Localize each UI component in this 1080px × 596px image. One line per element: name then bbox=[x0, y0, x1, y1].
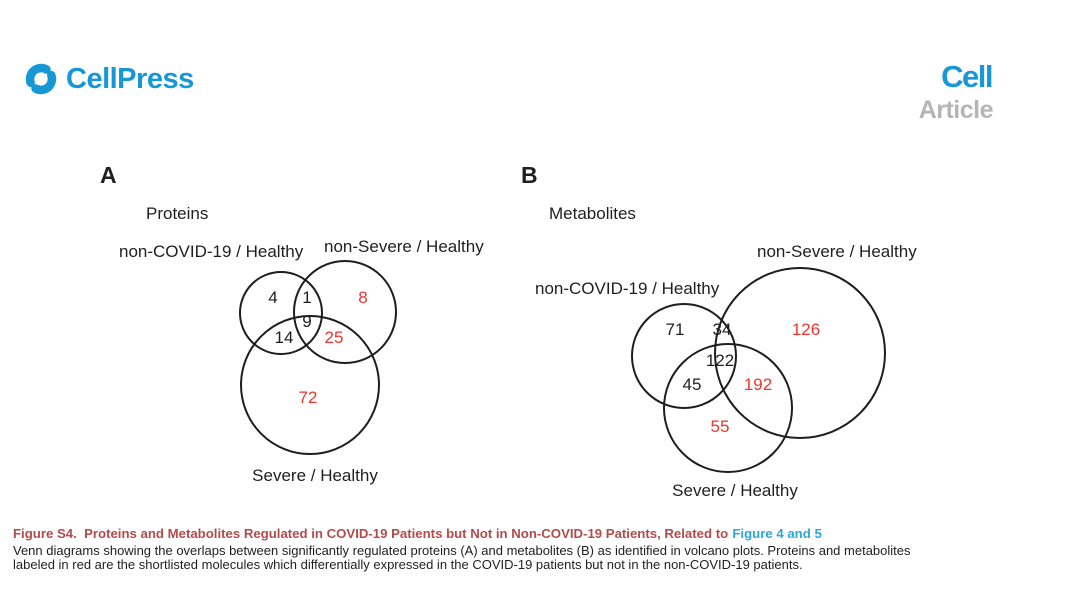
panel-b-label: B bbox=[521, 162, 538, 188]
journal-name: Cell bbox=[941, 59, 993, 94]
venn-a-count-noncovid-severe: 14 bbox=[274, 328, 294, 347]
caption-body-line-2: labeled in red are the shortlisted molec… bbox=[13, 557, 803, 573]
cellpress-logo: CellPress bbox=[23, 61, 194, 97]
venn-b-set-label-nonsevere: non-Severe / Healthy bbox=[757, 242, 917, 261]
venn-b-count-noncovid-nonsevere: 34 bbox=[712, 320, 732, 339]
panel-a-title: Proteins bbox=[146, 204, 209, 223]
caption-figure-link[interactable]: Figure 4 and 5 bbox=[732, 526, 822, 541]
venn-b-count-nonsevere-only: 126 bbox=[791, 320, 821, 339]
venn-a-count-nonsevere-severe: 25 bbox=[324, 328, 344, 347]
caption-body-line-1: Venn diagrams showing the overlaps betwe… bbox=[13, 543, 911, 558]
venn-b-set-label-severe: Severe / Healthy bbox=[672, 481, 798, 500]
article-type-label: Article bbox=[918, 96, 994, 124]
venn-a-set-label-severe: Severe / Healthy bbox=[252, 466, 378, 485]
caption-title-text: Figure S4. Proteins and Metabolites Regu… bbox=[13, 526, 729, 541]
caption-title: Figure S4. Proteins and Metabolites Regu… bbox=[13, 526, 1013, 541]
venn-a-count-nonsevere-only: 8 bbox=[358, 288, 368, 307]
venn-a-count-noncovid-nonsevere: 1 bbox=[302, 288, 312, 307]
venn-b-set-label-noncovid: non-COVID-19 / Healthy bbox=[535, 279, 720, 298]
venn-a-count-severe-only: 72 bbox=[298, 388, 318, 407]
venn-a-count-all-three: 9 bbox=[302, 312, 312, 331]
venn-a-circle-severe bbox=[240, 315, 380, 455]
panel-b-title: Metabolites bbox=[549, 204, 636, 223]
venn-a-set-label-nonsevere: non-Severe / Healthy bbox=[324, 237, 484, 256]
venn-b-count-all-three: 122 bbox=[705, 351, 735, 370]
venn-b-count-noncovid-only: 71 bbox=[665, 320, 685, 339]
venn-b-count-nonsevere-severe: 192 bbox=[743, 375, 773, 394]
venn-a-count-noncovid-only: 4 bbox=[268, 288, 278, 307]
venn-a-set-label-noncovid: non-COVID-19 / Healthy bbox=[119, 242, 304, 261]
venn-b-count-severe-only: 55 bbox=[710, 417, 730, 436]
panel-a-label: A bbox=[100, 162, 117, 188]
cellpress-logo-icon bbox=[25, 63, 57, 95]
venn-b-circle-severe bbox=[663, 343, 793, 473]
figure-caption: Figure S4. Proteins and Metabolites Regu… bbox=[13, 526, 1013, 572]
venn-b-count-noncovid-severe: 45 bbox=[682, 375, 702, 394]
cellpress-logo-text: CellPress bbox=[66, 63, 194, 95]
